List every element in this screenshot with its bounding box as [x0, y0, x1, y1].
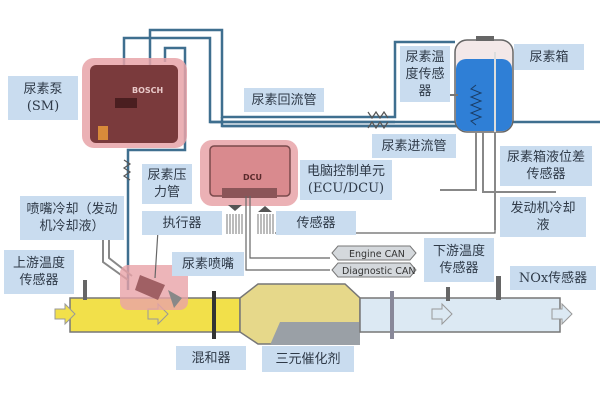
- sensor-label: 传感器: [276, 211, 356, 235]
- label-line: 机冷却液）: [39, 219, 105, 234]
- urea-nozzle-label: 尿素喷嘴: [172, 252, 244, 276]
- label-line: 器: [418, 83, 432, 99]
- label-line: 喷嘴冷却（发动: [26, 202, 118, 217]
- actuator-line: [154, 229, 159, 279]
- mixer-plate: [212, 291, 216, 339]
- pipe-heater-icon: [367, 110, 389, 130]
- actuator-arrow-icon: [228, 205, 242, 211]
- nox-sensor-label: NOx传感器: [510, 266, 596, 290]
- upstream-temp-label: 上游温度 传感器: [4, 250, 74, 294]
- catalyst-label: 三元催化剂: [262, 346, 354, 372]
- upstream-temp-sensor: [83, 280, 87, 300]
- label-line: 上游温度: [12, 256, 65, 271]
- urea-tank-label: 尿素箱: [514, 44, 584, 70]
- urea-pump-label: 尿素泵 (SM): [8, 76, 78, 120]
- tank-coolant-pipes: [440, 132, 556, 230]
- temp-sensor-label: 尿素温 度传感 器: [400, 46, 450, 102]
- urea-nozzle: [135, 275, 165, 300]
- label-line: (SM): [26, 99, 60, 114]
- engine-coolant-label: 发动机冷却 液: [500, 197, 586, 237]
- label-line: 尿素压: [147, 168, 187, 183]
- label-line: 传感器: [19, 273, 59, 288]
- label-line: 尿素泵: [23, 82, 63, 97]
- tank-heater-coil-icon: [469, 84, 483, 126]
- urea-pump-filter: [98, 126, 108, 140]
- label-line: 下游温度: [432, 244, 485, 259]
- level-sensor-label: 尿素箱液位差 传感器: [500, 146, 592, 186]
- diagnostic-can-line: [245, 196, 330, 271]
- urea-pump-port: [115, 98, 137, 108]
- label-line: 发动机冷却: [510, 201, 576, 216]
- sensor-arrow-icon: [258, 206, 272, 212]
- pressure-pipe-heater-icon: [122, 159, 132, 181]
- inlet-pipe-label: 尿素进流管: [372, 134, 456, 158]
- return-pipe-label: 尿素回流管: [244, 88, 324, 112]
- label-line: 度传感: [405, 66, 445, 82]
- dcu-text: DCU: [243, 173, 262, 182]
- engine-can-line: [249, 196, 330, 259]
- nozzle-cooling-label: 喷嘴冷却（发动 机冷却液）: [20, 196, 124, 240]
- label-line: 尿素温: [405, 49, 445, 65]
- nozzle-coolant-pipe: [102, 240, 129, 281]
- pressure-pipe-label: 尿素压 力管: [142, 164, 192, 204]
- pipe-flange: [390, 291, 394, 339]
- nox-sensor: [496, 276, 501, 300]
- downstream-temp-sensor: [446, 287, 450, 301]
- engine-can-tag: [331, 245, 417, 261]
- label-line: 液: [536, 218, 550, 233]
- label-line: 传感器: [439, 261, 479, 276]
- label-line: 电脑控制单元: [306, 164, 385, 179]
- engine-can-label: Engine CAN: [349, 249, 405, 260]
- flow-arrow-icon: [54, 302, 76, 326]
- pump-brand-text: BOSCH: [132, 86, 163, 95]
- dcu-connector: [222, 188, 277, 198]
- label-line: 传感器: [526, 167, 566, 182]
- catalyst-canister: [270, 322, 360, 345]
- signal-wires: [226, 214, 274, 234]
- urea-spray: [168, 290, 182, 308]
- downstream-temp-label: 下游温度 传感器: [424, 238, 494, 282]
- urea-liquid: [456, 59, 512, 131]
- mixer-label: 混和器: [176, 346, 246, 370]
- urea-tank-cap: [476, 36, 494, 41]
- flow-arrow-icon: [431, 302, 453, 326]
- label-line: 尿素箱液位差: [506, 150, 585, 165]
- label-line: 力管: [153, 185, 180, 200]
- ecu-label: 电脑控制单元 (ECU/DCU): [300, 160, 392, 200]
- flow-arrow-icon: [551, 302, 573, 326]
- diagnostic-can-tag: [331, 262, 417, 278]
- diagnostic-can-label: Diagnostic CAN: [342, 266, 415, 277]
- actuator-label: 执行器: [142, 211, 222, 235]
- label-line: (ECU/DCU): [307, 181, 385, 196]
